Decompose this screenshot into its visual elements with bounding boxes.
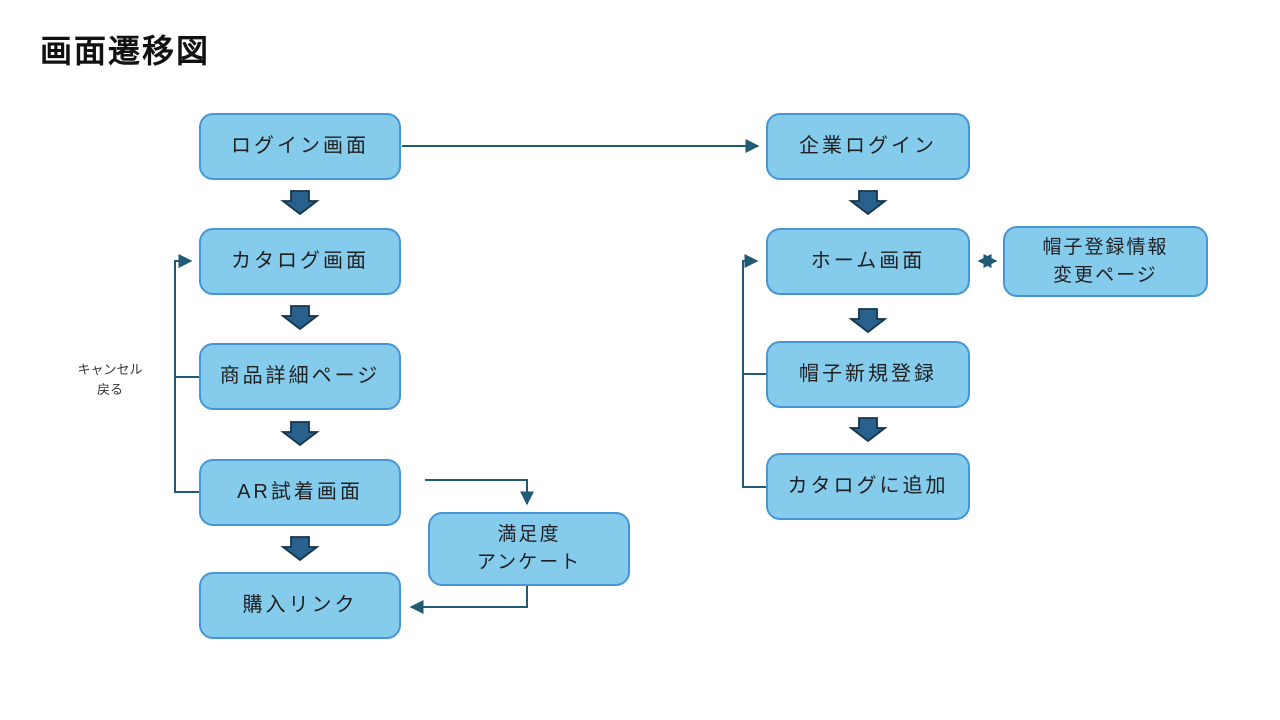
node-corporate-login: 企業ログイン	[766, 113, 970, 180]
connector-back-loop-right	[742, 254, 766, 488]
node-home-screen: ホーム画面	[766, 228, 970, 295]
annotation-cancel-back: キャンセル 戻る	[77, 362, 143, 398]
down-arrow-product-to-ar-icon	[280, 421, 320, 447]
down-arrow-ar-to-purchase-icon	[280, 536, 320, 562]
down-arrow-login-to-catalog-icon	[280, 190, 320, 216]
connector-ar-to-survey	[425, 479, 534, 506]
node-satisfaction-survey: 満足度 アンケート	[428, 512, 630, 586]
down-arrow-hatregister-to-catalogadd-icon	[848, 417, 888, 443]
connector-survey-to-purchase	[409, 586, 528, 614]
node-product-detail-page: 商品詳細ページ	[199, 343, 401, 410]
node-hat-new-register: 帽子新規登録	[766, 341, 970, 408]
node-hat-info-edit-page: 帽子登録情報 変更ページ	[1003, 226, 1208, 297]
down-arrow-corporate-to-home-icon	[848, 190, 888, 216]
down-arrow-home-to-hatregister-icon	[848, 308, 888, 334]
node-purchase-link: 購入リンク	[199, 572, 401, 639]
node-catalog-screen: カタログ画面	[199, 228, 401, 295]
connector-back-loop-left	[174, 254, 199, 493]
node-ar-fitting-screen: AR試着画面	[199, 459, 401, 526]
page-title: 画面遷移図	[40, 33, 211, 69]
node-login-screen: ログイン画面	[199, 113, 401, 180]
node-catalog-add: カタログに追加	[766, 453, 970, 520]
down-arrow-catalog-to-product-icon	[280, 305, 320, 331]
